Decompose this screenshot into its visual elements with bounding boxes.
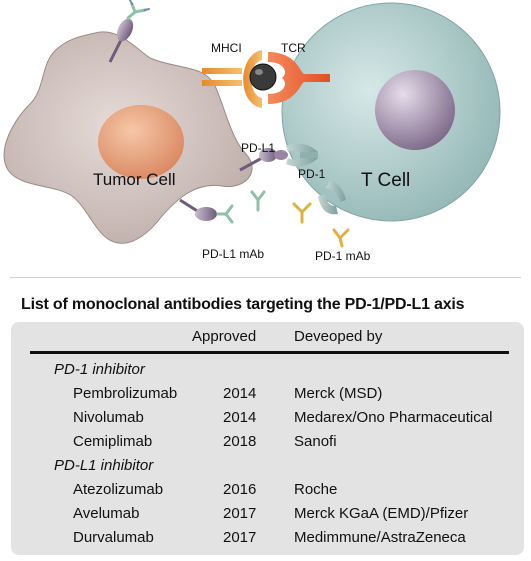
pd1-mab-free (332, 228, 350, 248)
mhci-label: MHCI (211, 41, 242, 55)
approved-year: 2014 (223, 385, 257, 402)
table-row: Pembrolizumab 2014 Merck (MSD) (11, 385, 524, 409)
pdl1-with-mab-top (108, 0, 150, 63)
t-cell-label: T Cell (361, 170, 410, 191)
developer: Sanofi (294, 433, 337, 450)
pd1-receptor (286, 143, 318, 167)
header-approved: Approved (192, 328, 257, 345)
table-row: Durvalumab 2017 Medimmune/AstraZeneca (11, 529, 524, 553)
antibody-table: Approved Deveoped by PD-1 inhibitor Pemb… (11, 322, 524, 555)
tcr-label: TCR (281, 41, 306, 55)
developer: Merck KGaA (EMD)/Pfizer (294, 505, 469, 522)
t-cell-nucleus (375, 70, 455, 150)
pdl1-receptor (239, 148, 288, 172)
drug-name: Pembrolizumab (73, 385, 178, 402)
pdl1-mab-free (250, 190, 266, 212)
pd1-mab-bound (292, 202, 312, 224)
approved-year: 2014 (223, 409, 257, 426)
pd1-label: PD-1 (298, 167, 326, 181)
pd1-receptor-lower (318, 180, 346, 215)
developer: Merck (MSD) (294, 385, 383, 402)
approved-year: 2017 (223, 505, 257, 522)
pdl1-mab-label: PD-L1 mAb (202, 247, 264, 261)
drug-name: Atezolizumab (73, 481, 164, 498)
table-title: List of monoclonal antibodies targeting … (21, 296, 465, 313)
drug-name: Avelumab (73, 505, 140, 522)
pd1-pdl1-diagram: Tumor Cell T Cell MHCI TCR PD-L1 PD-1 PD… (3, 0, 501, 263)
table-row: Cemiplimab 2018 Sanofi (11, 433, 524, 457)
antigen (249, 63, 277, 91)
approved-year: 2017 (223, 529, 257, 546)
tumor-nucleus (98, 105, 184, 179)
tumor-cell-label: Tumor Cell (93, 170, 176, 189)
drug-name: Durvalumab (73, 529, 154, 546)
group-row: PD-1 inhibitor (11, 361, 524, 385)
group-label-pd1: PD-1 inhibitor (54, 361, 145, 378)
drug-name: Cemiplimab (73, 433, 153, 450)
section-divider (10, 277, 521, 278)
group-row: PD-L1 inhibitor (11, 457, 524, 481)
pd1-mab-label: PD-1 mAb (315, 249, 371, 263)
table-row: Avelumab 2017 Merck KGaA (EMD)/Pfizer (11, 505, 524, 529)
mhci-receptor (202, 50, 262, 108)
table-row: Nivolumab 2014 Medarex/Ono Pharmaceutica… (11, 409, 524, 433)
pdl1-with-mab-lower (179, 198, 234, 224)
approved-year: 2016 (223, 481, 257, 498)
developer: Medarex/Ono Pharmaceutical (294, 409, 493, 426)
developer: Medimmune/AstraZeneca (294, 529, 466, 546)
developer: Roche (294, 481, 338, 498)
t-cell (281, 2, 501, 222)
table-header-row: Approved Deveoped by (11, 328, 524, 350)
tcr-receptor (268, 52, 330, 104)
tumor-cell (3, 31, 253, 244)
table-row: Atezolizumab 2016 Roche (11, 481, 524, 505)
approved-year: 2018 (223, 433, 257, 450)
pdl1-label: PD-L1 (241, 141, 275, 155)
drug-name: Nivolumab (73, 409, 144, 426)
header-rule (30, 351, 509, 354)
group-label-pdl1: PD-L1 inhibitor (54, 457, 154, 474)
header-developed-by: Deveoped by (294, 328, 383, 345)
